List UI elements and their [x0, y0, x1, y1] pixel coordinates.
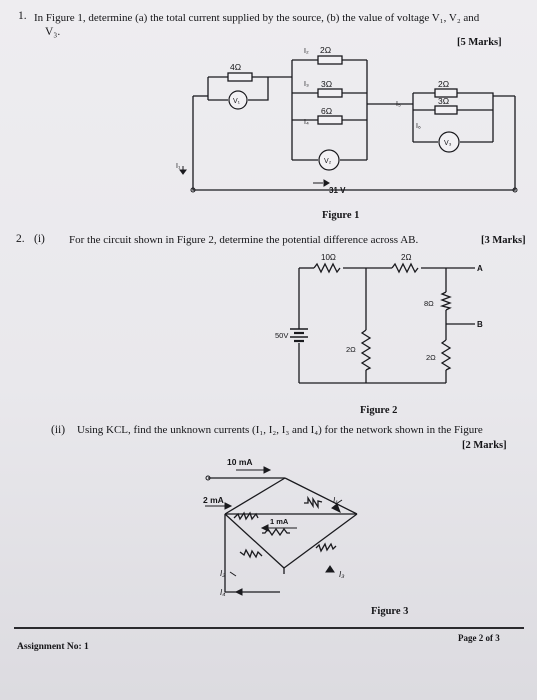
- fig1-terminal-left: [190, 187, 196, 193]
- q1-text-line2: V₃.: [45, 26, 61, 38]
- fig1-resistor-3ohm-right: [434, 105, 458, 115]
- fig3-label-i3: I₃: [339, 570, 344, 579]
- fig2-label-r3: 8Ω: [424, 299, 434, 308]
- q2-text2: Using KCL, find the unknown currents (I₁…: [77, 424, 483, 436]
- q1-text-line1: In Figure 1, determine (a) the total cur…: [34, 12, 480, 24]
- fig1-voltmeter-v3: [438, 131, 460, 153]
- q2-marks2: [2 Marks]: [462, 440, 507, 451]
- fig3-label-10ma: 10 mA: [227, 457, 253, 467]
- fig1-label-source: 31 V: [329, 186, 346, 195]
- fig1-label-r-top: 2Ω: [320, 45, 331, 55]
- fig2-resistor-2ohm-mid: [360, 329, 372, 371]
- fig3-resistor-left: [233, 511, 259, 521]
- q2-part2: (ii): [51, 424, 66, 436]
- q1-marks: [5 Marks]: [457, 37, 502, 48]
- fig1-voltmeter-v2: [318, 149, 340, 171]
- fig3-label-1ma: 1 mA: [270, 517, 289, 526]
- q2-part1: (i): [34, 233, 45, 245]
- fig3-resistor-bottom-right: [315, 542, 337, 553]
- fig2-caption: Figure 2: [360, 405, 398, 416]
- fig1-terminal-right: [512, 187, 518, 193]
- fig1-resistor-4ohm: [227, 72, 253, 82]
- fig1-label-i5: I₅: [396, 101, 401, 108]
- fig3-label-2ma: 2 mA: [203, 495, 224, 505]
- fig1-label-r-mid1: 3Ω: [321, 79, 332, 89]
- fig1-label-r-mid2: 6Ω: [321, 106, 332, 116]
- fig1-label-v1: V₁: [233, 98, 241, 105]
- fig3-terminal: [205, 475, 211, 481]
- fig1-label-i4: I₄: [304, 119, 309, 126]
- fig2-label-r5: 2Ω: [426, 353, 436, 362]
- q2-text1: For the circuit shown in Figure 2, deter…: [69, 234, 419, 246]
- fig2-node-a: A: [477, 264, 483, 273]
- fig3-label-i2: I₂: [220, 569, 225, 578]
- footer-page: Page 2 of 3: [458, 633, 500, 643]
- fig3-resistor-right: [304, 495, 323, 510]
- q2-number: 2.: [16, 233, 25, 245]
- fig2-label-r4: 2Ω: [346, 345, 356, 354]
- fig2-label-source: 50V: [275, 331, 288, 340]
- q2-marks1: [3 Marks]: [481, 235, 526, 246]
- fig1-label-i6: I₆: [416, 123, 421, 130]
- fig1-label-r-right1: 2Ω: [438, 79, 449, 89]
- fig3-arrow-i3: [325, 565, 335, 573]
- fig1-label-r-right2: 3Ω: [438, 96, 449, 106]
- fig1-label-i3: I₃: [304, 81, 309, 88]
- fig2-label-r1: 10Ω: [321, 253, 336, 262]
- fig1-label-i1: I₁: [176, 163, 181, 170]
- fig1-caption: Figure 1: [322, 210, 360, 221]
- fig1-label-i2: I₂: [304, 48, 309, 55]
- fig3-label-i4: I₄: [220, 588, 225, 597]
- fig1-label-r-left: 4Ω: [230, 62, 241, 72]
- fig2-label-r2: 2Ω: [401, 253, 411, 262]
- fig3-label-i1: I₁: [333, 496, 338, 505]
- fig1-resistor-3ohm: [317, 88, 343, 98]
- fig3-arrow-i2: [229, 571, 237, 577]
- fig3-arrow-i1: [335, 499, 343, 505]
- fig3-resistor-mid: [262, 527, 290, 537]
- fig1-resistor-2ohm-right: [434, 88, 458, 98]
- fig2-resistor-2ohm-right: [440, 339, 452, 371]
- fig1-label-v2: V₂: [324, 158, 332, 165]
- fig1-label-v3: V₃: [444, 140, 452, 147]
- q1-number: 1.: [18, 10, 27, 22]
- fig1-voltmeter-v1: [228, 90, 248, 110]
- footer-assignment: Assignment No: 1: [17, 642, 89, 652]
- fig1-arrow-source-head: [323, 179, 330, 187]
- fig1-resistor-2ohm-top: [317, 55, 343, 65]
- fig1-resistor-6ohm: [317, 115, 343, 125]
- fig3-caption: Figure 3: [371, 606, 409, 617]
- fig2-resistor-8ohm: [439, 291, 452, 311]
- footer-rule: [14, 627, 524, 629]
- fig2-resistor-10ohm: [313, 262, 341, 274]
- fig2-node-b: B: [477, 320, 483, 329]
- fig3-resistor-bottom-left: [239, 548, 263, 559]
- fig1-arrow-i1-head: [179, 169, 187, 175]
- fig2-resistor-2ohm-top: [391, 262, 419, 274]
